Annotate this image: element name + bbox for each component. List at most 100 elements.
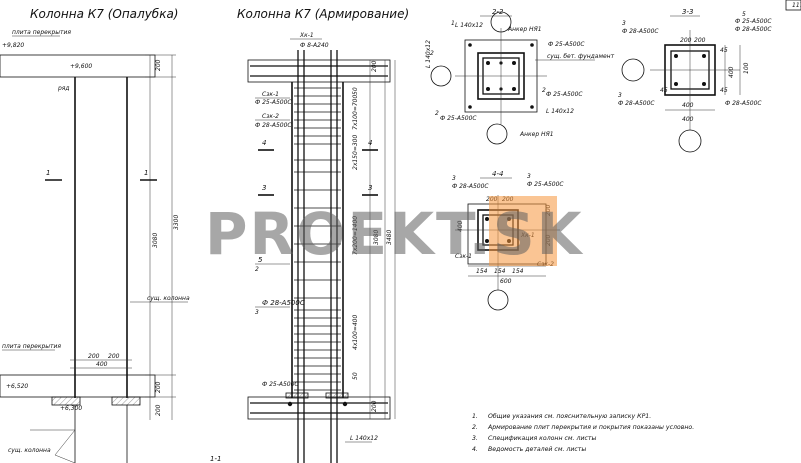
s33-num-5: 5 <box>742 11 746 18</box>
rf-mark-4-left: 4 <box>262 139 266 147</box>
s33-dim-400-v: 400 <box>728 66 735 78</box>
rf-dim-7x200: 7х200=1400 <box>352 216 359 255</box>
note-num-3: 3. <box>472 435 478 442</box>
s22-foundation: сущ. бет. фундамент <box>547 53 615 60</box>
reinforcement-title: Колонна К7 (Армирование) <box>237 7 409 21</box>
s33-dim-400-h: 400 <box>682 102 694 109</box>
rf-dim-7x100: 7х100=700 <box>352 95 359 130</box>
s22-axis-bubble-bottom <box>486 123 508 145</box>
s44-axis-bubble-bottom <box>487 289 509 311</box>
existing-column-label-1: сущ. колонна <box>8 447 51 454</box>
level-top-column: +9,600 <box>70 63 92 70</box>
section-3-3: 3-3 Ф 28-А500С Ф 25-А500С Ф 28-А500С Ф 2… <box>618 8 772 153</box>
rf-angle-2: L 140х12 <box>350 435 378 442</box>
s33-bar-top-right: Ф 25-А500С <box>735 18 772 25</box>
dim-200-top: 200 <box>155 59 162 71</box>
s33-dim-200-b: 200 <box>694 37 706 44</box>
rf-mark-3-left: 3 <box>262 184 266 192</box>
rf-szk1-bar: Ф 25-А500С <box>255 99 292 106</box>
s22-num-2a: 2 <box>430 50 434 57</box>
rf-dim-50-top: 50 <box>352 87 359 95</box>
dim-3300: 3300 <box>173 215 180 230</box>
rf-xk1-bar: Ф 8-А240 <box>300 42 329 49</box>
rf-pos-5-bar: 2 <box>255 266 259 273</box>
s44-dim-200-a: 200 <box>486 196 498 203</box>
s44-num-3a: 3 <box>452 175 456 182</box>
dim-200-bot: 200 <box>155 381 162 393</box>
note-1: Общие указания см. пояснительную записку… <box>488 412 651 420</box>
note-num-2: 2. <box>472 424 478 431</box>
s22-axis-bubble-top <box>490 11 512 33</box>
rf-angle-1: Ф 25-А500С <box>262 381 299 388</box>
rf-mark-3-right: 3 <box>368 184 372 192</box>
s33-axis-bubble-left <box>621 58 645 82</box>
dim-3080: 3080 <box>152 233 159 248</box>
s33-num-3b: 3 <box>618 92 622 99</box>
section-mark-1-right: 1 <box>144 169 148 177</box>
rf-dim-200-bot: 200 <box>371 400 378 412</box>
existing-column-label-2: сущ. колонна <box>147 295 190 302</box>
level-bottom-slab: +6,520 <box>6 383 28 390</box>
section-2-2: 2-2 L 140х12 Анкер НЯ1 Ф 25-А500С L 140х… <box>425 8 615 145</box>
sheet-number: 117 <box>792 2 801 9</box>
s22-bar-top: Ф 25-А500С <box>548 41 585 48</box>
note-2: Армирование плит перекрытия и покрытия п… <box>487 424 694 431</box>
rf-dim-2x150: 2х150=300 <box>352 135 359 170</box>
rf-dim-50-bot: 50 <box>352 372 359 380</box>
formwork-view: Колонна К7 (Опалубка) плита перекрытия +… <box>0 7 221 463</box>
s44-bar-left: Ф 28-А500С <box>452 183 489 190</box>
level-bottom-column: +6,300 <box>60 405 82 412</box>
level-top-slab: +9,820 <box>2 42 24 49</box>
dim-200-b: 200 <box>108 353 120 360</box>
s44-dim-154-a: 154 <box>476 268 488 275</box>
rf-szk2: Сзк-2 <box>262 113 279 120</box>
reinforcement-view: Колонна К7 (Армирование) Хк-1 Ф 8-А240 С… <box>237 7 409 463</box>
break-line <box>30 429 76 463</box>
stirrups <box>294 87 341 391</box>
s22-axis-bubble-left <box>430 65 452 87</box>
s22-angle-top: L 140х12 <box>455 22 483 29</box>
s33-dim-100: 100 <box>743 62 750 74</box>
dim-200-bot2: 200 <box>155 404 162 416</box>
s44-szk1: Сзк-1 <box>455 253 472 260</box>
s44-xk1: Хк-1 <box>520 232 535 239</box>
s22-bar-right: Ф 25-А500С <box>546 91 583 98</box>
s44-dim-600: 600 <box>500 278 512 285</box>
note-num-4: 4. <box>472 446 478 453</box>
s22-bar-bottom: Ф 25-А500С <box>440 115 477 122</box>
s22-anchor-bottom: Анкер НЯ1 <box>519 131 554 138</box>
s22-anchor-top: Анкер НЯ1 <box>507 26 542 33</box>
rf-bottom-slab <box>247 396 391 420</box>
s22-num-1: 1 <box>451 20 455 27</box>
rf-dim-200-top: 200 <box>371 60 378 72</box>
s33-bar-bottom-right: Ф 28-А500С <box>725 100 762 107</box>
sheet-number-box <box>785 0 801 11</box>
s22-num-2c: 2 <box>435 110 439 117</box>
rf-szk2-bar: Ф 28-А500С <box>255 122 292 129</box>
rf-xk1: Хк-1 <box>299 32 314 39</box>
rf-dim-4x100: 4х100=400 <box>352 315 359 350</box>
bottom-slab-label: плита перекрытия <box>2 343 61 350</box>
base-plate-left <box>51 396 81 406</box>
s44-bar-right: Ф 25-А500С <box>527 181 564 188</box>
note-3: Спецификация колонн см. листы <box>488 435 596 442</box>
s33-num-3a: 3 <box>622 20 626 27</box>
rf-mark-4-right: 4 <box>368 139 372 147</box>
s22-angle-left: L 140х12 <box>425 40 432 68</box>
s33-bar-top-right-2: Ф 28-А500С <box>735 26 772 33</box>
s33-bar-bottom-left: Ф 28-А500С <box>618 100 655 107</box>
s44-title: 4-4 <box>492 170 503 178</box>
rf-szk1: Сзк-1 <box>262 91 279 98</box>
s22-num-2b: 2 <box>542 87 546 94</box>
s33-dim-200-a: 200 <box>680 37 692 44</box>
s33-dim-45-b: 45 <box>720 87 728 94</box>
row-label: ряд <box>57 85 70 92</box>
s44-dim-200-d: 200 <box>545 234 552 246</box>
rf-top-slab <box>247 59 391 83</box>
note-num-1: 1. <box>472 413 478 420</box>
section-1-1-caption: 1-1 <box>210 455 221 463</box>
s44-dim-200-b: 200 <box>502 196 514 203</box>
s33-dim-45-c: 45 <box>660 87 668 94</box>
rf-dim-3080: 3080 <box>373 230 380 245</box>
